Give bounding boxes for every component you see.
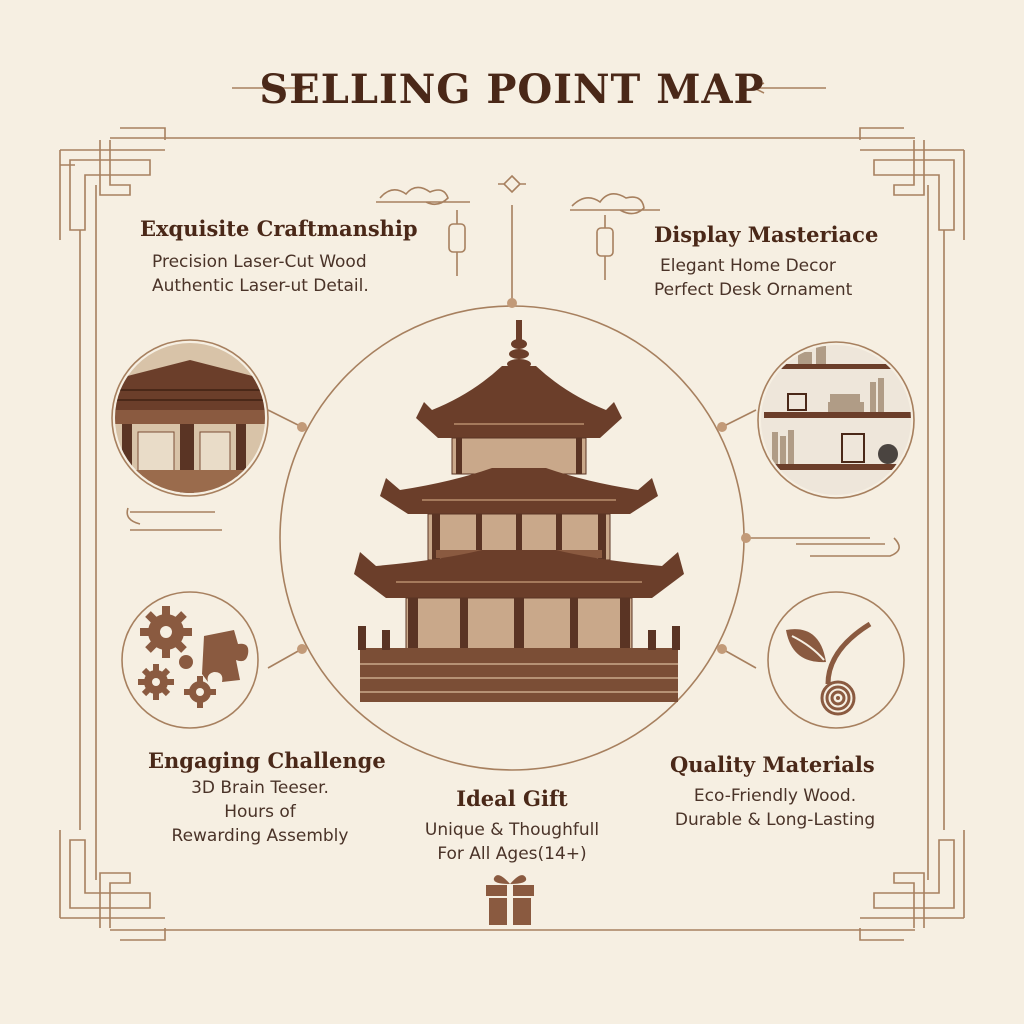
pagoda-model-icon bbox=[354, 320, 684, 702]
gift-box-icon bbox=[486, 875, 534, 925]
materials-text: Eco-Friendly Wood. Durable & Long-Lastin… bbox=[668, 784, 882, 832]
materials-line-1: Eco-Friendly Wood. bbox=[693, 786, 857, 806]
materials-line-2: Durable & Long-Lasting bbox=[674, 810, 876, 830]
challenge-line-3: Rewarding Assembly bbox=[171, 826, 349, 846]
materials-heading: Quality Materials bbox=[670, 752, 875, 777]
gift-line-1: Unique & Thoughfull bbox=[424, 820, 600, 840]
display-text: Elegant Home Decor Perfect Desk Ornament bbox=[654, 254, 852, 302]
gift-line-2: For All Ages(14+) bbox=[437, 844, 587, 864]
wooden-roof-detail-icon bbox=[115, 343, 265, 493]
challenge-line-1: 3D Brain Teeser. bbox=[191, 778, 329, 798]
page-title: SELLING POINT MAP bbox=[259, 66, 765, 113]
gift-text: Unique & Thoughfull For All Ages(14+) bbox=[392, 818, 632, 866]
craftsmanship-line-2: Authentic Laser-ut Detail. bbox=[152, 276, 369, 296]
display-line-2: Perfect Desk Ornament bbox=[654, 280, 853, 300]
craftsmanship-line-1: Precision Laser-Cut Wood bbox=[152, 252, 367, 272]
gears-puzzle-icon bbox=[138, 606, 249, 708]
display-line-1: Elegant Home Decor bbox=[660, 256, 836, 276]
challenge-text: 3D Brain Teeser. Hours of Rewarding Asse… bbox=[160, 776, 360, 848]
bookshelf-icon bbox=[761, 345, 911, 495]
craftsmanship-text: Precision Laser-Cut Wood Authentic Laser… bbox=[152, 250, 369, 298]
gift-heading: Ideal Gift bbox=[456, 786, 568, 811]
display-heading: Display Masteriace bbox=[654, 222, 879, 247]
craftsmanship-heading: Exquisite Craftmanship bbox=[140, 216, 418, 241]
challenge-line-2: Hours of bbox=[224, 802, 296, 822]
leaf-wood-log-icon bbox=[786, 621, 872, 716]
challenge-heading: Engaging Challenge bbox=[148, 748, 386, 773]
